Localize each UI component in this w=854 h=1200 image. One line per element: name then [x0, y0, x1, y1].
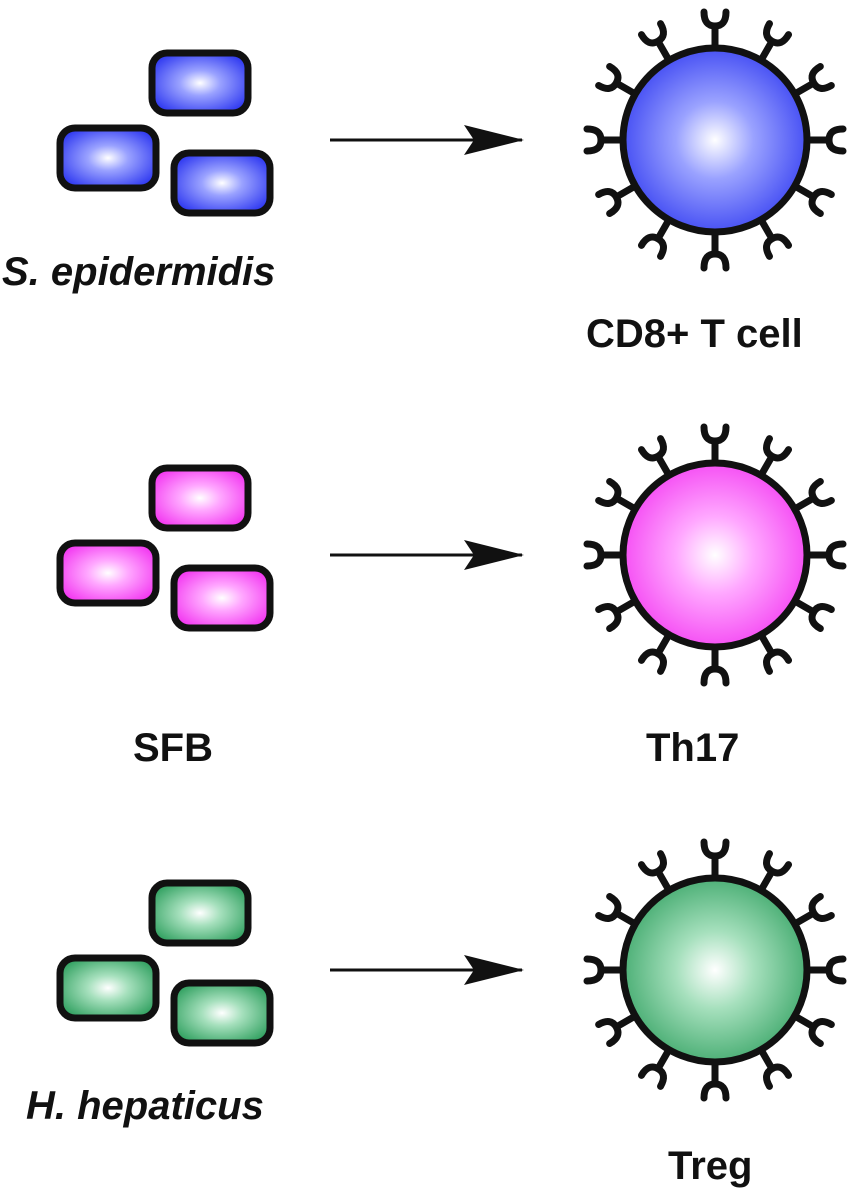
receptor-icon: [803, 125, 847, 155]
receptor-icon: [803, 540, 847, 570]
bacterium-rod-icon: [170, 564, 274, 632]
receptor-icon: [595, 62, 639, 98]
receptor-icon: [757, 435, 793, 479]
receptor-icon: [700, 643, 730, 687]
receptor-icon: [595, 477, 639, 513]
bacterium-rod-icon: [170, 149, 274, 217]
receptor-icon: [803, 955, 847, 985]
bacterium-rod-icon: [148, 464, 252, 532]
receptor-icon: [700, 228, 730, 272]
receptor-icon: [791, 892, 835, 928]
cell-body-icon: [619, 459, 811, 651]
receptor-icon: [757, 1046, 793, 1090]
receptor-icon: [791, 597, 835, 633]
receptor-icon: [700, 1058, 730, 1102]
receptor-icon: [637, 850, 673, 894]
bacterium-label-h-hepaticus: H. hepaticus: [26, 1084, 264, 1128]
bacterium-label-sfb: SFB: [133, 726, 213, 770]
receptor-icon: [791, 62, 835, 98]
receptor-icon: [757, 850, 793, 894]
receptor-icon: [757, 216, 793, 260]
receptor-icon: [791, 1012, 835, 1048]
receptor-icon: [595, 597, 639, 633]
immune-cell-1: [583, 423, 847, 687]
receptor-icon: [583, 540, 627, 570]
bacterium-rod-icon: [148, 49, 252, 117]
receptor-icon: [700, 838, 730, 882]
bacterium-rod-icon: [170, 979, 274, 1047]
cell-body-icon: [619, 44, 811, 236]
receptor-icon: [700, 8, 730, 52]
cell-label-treg: Treg: [668, 1144, 753, 1188]
receptor-icon: [791, 477, 835, 513]
bacterium-rod-icon: [56, 124, 160, 192]
receptor-icon: [757, 20, 793, 64]
bacteria-cluster-1: [56, 464, 274, 632]
bacteria-cluster-0: [56, 49, 274, 217]
receptor-icon: [583, 125, 627, 155]
cell-label-th17: Th17: [646, 726, 740, 770]
bacterium-label-s-epidermidis: S. epidermidis: [2, 250, 276, 294]
receptor-icon: [583, 955, 627, 985]
bacteria-cluster-2: [56, 879, 274, 1047]
cell-body-icon: [619, 874, 811, 1066]
receptor-icon: [637, 216, 673, 260]
receptor-icon: [637, 1046, 673, 1090]
bacterium-rod-icon: [148, 879, 252, 947]
immune-cell-2: [583, 838, 847, 1102]
bacterium-rod-icon: [56, 954, 160, 1022]
receptor-icon: [791, 182, 835, 218]
bacterium-rod-icon: [56, 539, 160, 607]
receptor-icon: [637, 20, 673, 64]
receptor-icon: [637, 435, 673, 479]
receptor-icon: [595, 892, 639, 928]
immune-cell-0: [583, 8, 847, 272]
receptor-icon: [757, 631, 793, 675]
receptor-icon: [700, 423, 730, 467]
receptor-icon: [595, 1012, 639, 1048]
receptor-icon: [595, 182, 639, 218]
cell-label-cd8-t-cell: CD8+ T cell: [586, 312, 803, 356]
receptor-icon: [637, 631, 673, 675]
